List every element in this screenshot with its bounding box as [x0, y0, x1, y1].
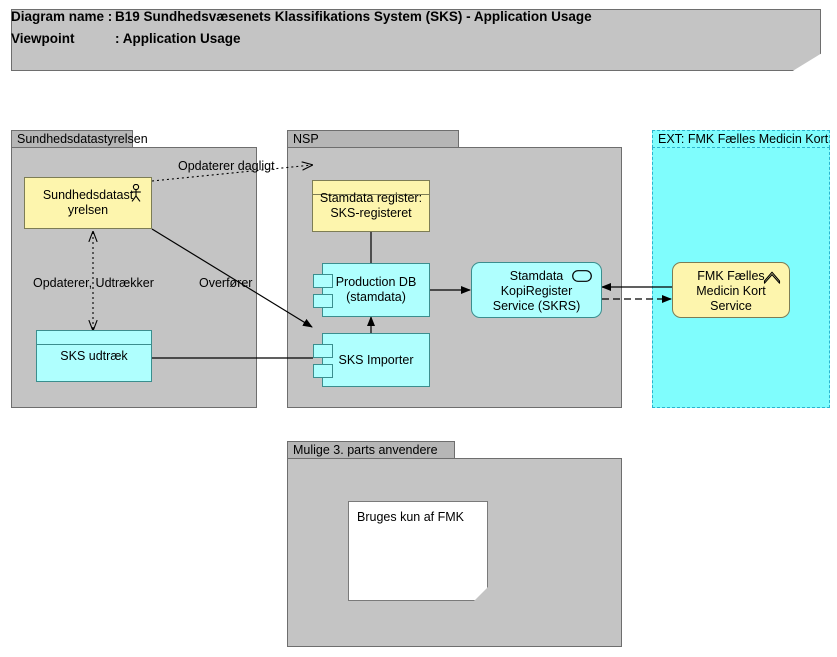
component-icon [313, 274, 333, 288]
diagram-title-block [11, 9, 821, 71]
data-object-icon [313, 194, 429, 195]
oval-icon [572, 270, 592, 282]
node-label-production-db: Production DB (stamdata) [335, 275, 417, 304]
group-tab-sundhedsdatastyrelsen: Sundhedsdatastyrelsen [11, 130, 148, 148]
chevron-icon [763, 271, 781, 284]
node-sks-importer[interactable]: SKS Importer [313, 333, 430, 387]
connector-label-overfoerer: Overfører [199, 276, 253, 290]
node-label-stamdata-register: Stamdata register: SKS-registeret [319, 191, 423, 220]
node-production-db[interactable]: Production DB (stamdata) [313, 263, 430, 317]
node-label-sks-udtraek: SKS udtræk [60, 348, 128, 363]
note-bruges-kun-af-fmk[interactable]: Bruges kun af FMK [348, 501, 488, 601]
connector-label-opdaterer-dagligt: Opdaterer dagligt [178, 159, 275, 173]
actor-icon [131, 184, 141, 202]
note-text: Bruges kun af FMK [357, 510, 464, 524]
node-label-stamdata-kopiregister-service: Stamdata KopiRegister Service (SKRS) [492, 268, 581, 313]
viewpoint-value: : Application Usage [115, 31, 241, 46]
diagram-name-key: Diagram name : [11, 9, 113, 24]
component-icon [313, 294, 333, 308]
viewpoint-key: Viewpoint [11, 31, 75, 46]
viewpoint-line: Viewpoint : Application Usage [11, 31, 241, 46]
group-tab-ext-fmk: EXT: FMK Fælles Medicin Kort [652, 130, 830, 148]
node-label-sks-importer: SKS Importer [338, 352, 414, 367]
component-icon [313, 364, 333, 378]
component-icon [313, 344, 333, 358]
node-stamdata-kopiregister-service[interactable]: Stamdata KopiRegister Service (SKRS) [471, 262, 602, 318]
diagram-name-value: B19 Sundhedsvæsenets Klassifikations Sys… [115, 9, 592, 24]
node-label-sundhedsdatastyrelsen-actor: Sundhedsdatast yrelsen [42, 188, 134, 217]
node-sks-udtraek[interactable]: SKS udtræk [36, 330, 152, 382]
connector-label-opdaterer-udtraekker: Opdaterer, Udtrækker [33, 276, 154, 290]
node-label-fmk-faelles-medicin-kort-service: FMK Fælles Medicin Kort Service [696, 268, 766, 313]
node-fmk-faelles-medicin-kort-service[interactable]: FMK Fælles Medicin Kort Service [672, 262, 790, 318]
node-sundhedsdatastyrelsen-actor[interactable]: Sundhedsdatast yrelsen [24, 177, 152, 229]
group-tab-nsp: NSP [287, 130, 459, 148]
diagram-name-line: Diagram name :B19 Sundhedsvæsenets Klass… [11, 9, 592, 24]
group-tab-mulige-3-parts-anvendere: Mulige 3. parts anvendere [287, 441, 455, 459]
node-stamdata-register[interactable]: Stamdata register: SKS-registeret [312, 180, 430, 232]
data-object-icon [37, 344, 151, 345]
